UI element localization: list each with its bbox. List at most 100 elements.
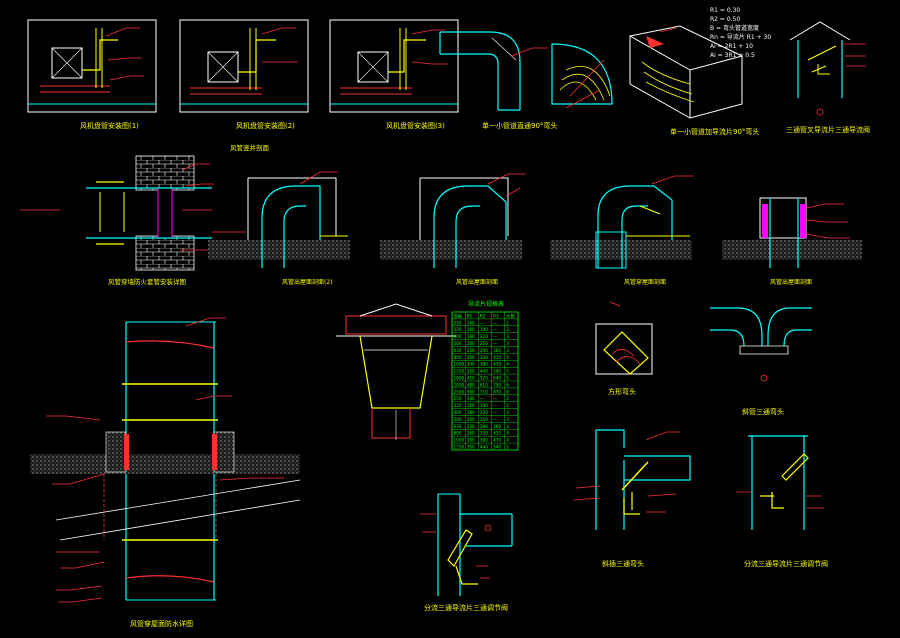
table-cell: — [493, 417, 497, 422]
table-cell: 2 [506, 403, 509, 408]
table-cell: 2000 [454, 382, 465, 387]
table-cell: 320 [454, 327, 462, 332]
svg-text:R1 = 0.30: R1 = 0.30 [710, 7, 740, 14]
elbow-90-vane-caption: 单一小管道加导流片90°弯头 [670, 127, 759, 136]
table-cell: 1000 [454, 362, 465, 367]
table-cell: 400 [454, 410, 462, 415]
table-cell: 250 [480, 417, 488, 422]
tee-guide-drawing [789, 21, 866, 116]
table-cell: 3 [506, 417, 509, 422]
table-cell: 300 [467, 438, 475, 443]
svg-text:Ai = 3R1 + 0.5: Ai = 3R1 + 0.5 [710, 52, 755, 59]
reducer-tee-drawing [420, 493, 513, 596]
square-elbow-caption: 方形弯头 [608, 387, 636, 396]
table-cell: 180 [467, 334, 475, 339]
table-cell: 140 [467, 320, 475, 325]
square-elbow-drawing [595, 301, 653, 375]
table-cell: 470 [493, 438, 501, 443]
table-cell: 410 [493, 355, 501, 360]
table-cell: 350 [467, 445, 475, 450]
table-cell: 2500 [454, 389, 465, 394]
table-cell: 190 [480, 403, 488, 408]
table-cell: 360 [493, 348, 501, 353]
svg-text:导流片规格表: 导流片规格表 [468, 300, 504, 308]
svg-text:B = 弯头管道宽度: B = 弯头管道宽度 [710, 24, 759, 32]
table-cell: 1000 [454, 438, 465, 443]
table-cell: 440 [480, 369, 488, 374]
reducer-tee-caption: 分流三通导流片三通调节阀 [424, 603, 508, 612]
table-cell: 870 [493, 389, 501, 394]
table-cell: 330 [480, 355, 488, 360]
fan-coil-detail-3 [329, 19, 459, 113]
table-cell: — [493, 334, 497, 339]
table-cell: 4 [506, 355, 509, 360]
fan-coil-1-caption: 风机盘管安装图(1) [80, 121, 139, 130]
table-cell: 160 [467, 327, 475, 332]
table-cell: 350 [467, 369, 475, 374]
table-cell: 300 [467, 362, 475, 367]
table-cell: 750 [493, 382, 501, 387]
table-cell: 260 [467, 355, 475, 360]
table-cell: 3 [506, 348, 509, 353]
table-cell: 610 [480, 382, 488, 387]
table-cell: 5 [506, 376, 509, 381]
table-cell: 230 [467, 348, 475, 353]
roof-penetration-drawing [30, 317, 301, 603]
table-cell: 4 [506, 431, 509, 436]
table-cell: 520 [480, 376, 488, 381]
tee-guide-2-caption: 分流三通导流片三通调节阀 [744, 559, 828, 568]
table-cell: 160 [467, 403, 475, 408]
table-cell: 3 [506, 341, 509, 346]
table-cell: 480 [467, 382, 475, 387]
table-cell: 380 [480, 362, 488, 367]
roof-cap-drawing [336, 303, 456, 440]
table-header-cell: R2 [480, 313, 486, 318]
fan-coil-3-caption: 风机盘管安装图(3) [386, 121, 445, 130]
table-header-cell: 片数 [506, 312, 515, 319]
table-cell: 4 [506, 362, 509, 367]
fan-coil-detail-2 [179, 19, 309, 113]
table-cell: 410 [467, 376, 475, 381]
table-cell: 2 [506, 320, 509, 325]
table-cell: — [493, 403, 497, 408]
table-cell: 540 [493, 369, 501, 374]
table-cell: 250 [480, 341, 488, 346]
table-cell: 230 [467, 424, 475, 429]
wall-penetration-caption: 风管穿墙防火套管安装详图 [108, 277, 186, 286]
table-cell: 5 [506, 369, 509, 374]
tee-detail-drawing [573, 429, 691, 530]
table-cell: 220 [480, 410, 488, 415]
table-cell: — [493, 410, 497, 415]
sect-c-caption: 风管出屋面剖面 [456, 278, 498, 286]
table-cell: 290 [480, 348, 488, 353]
table-cell: — [480, 396, 484, 401]
sect-b-caption: 风管竖井剖面 [230, 143, 270, 152]
table-cell: 360 [493, 424, 501, 429]
fan-coil-detail-1 [27, 19, 157, 113]
table-cell: 1250 [454, 445, 465, 450]
svg-text:Ai = 2R1 + 10: Ai = 2R1 + 10 [710, 43, 753, 50]
elbow-3d-drawing [629, 25, 743, 119]
svg-text:R2 = 0.50: R2 = 0.50 [710, 16, 740, 23]
table-cell: 4 [506, 438, 509, 443]
table-cell: 630 [454, 348, 462, 353]
table-cell: 3 [506, 424, 509, 429]
table-cell: 2 [506, 327, 509, 332]
table-cell: 500 [454, 341, 462, 346]
tee-detail-caption: 斜插三通弯头 [602, 559, 644, 568]
table-cell: 190 [480, 327, 488, 332]
sect-e-caption: 风管出屋面剖面 [770, 278, 812, 286]
elbow-90-caption: 单一小管道直通90°弯头 [482, 121, 557, 130]
table-cell: 250 [454, 320, 462, 325]
table-cell: 220 [480, 334, 488, 339]
spec-notes: R1 = 0.30 R2 = 0.50 B = 弯头管道宽度 Rn = 导流片 … [710, 7, 771, 59]
table-cell: 470 [493, 362, 501, 367]
elbow-90-vane-drawing [551, 43, 613, 109]
wall-penetration-drawing [20, 155, 214, 271]
table-cell: 6 [506, 389, 509, 394]
table-cell: 440 [480, 445, 488, 450]
roof-section-e [722, 197, 862, 268]
branch-tee-caption: 斜管三通弯头 [742, 407, 784, 416]
